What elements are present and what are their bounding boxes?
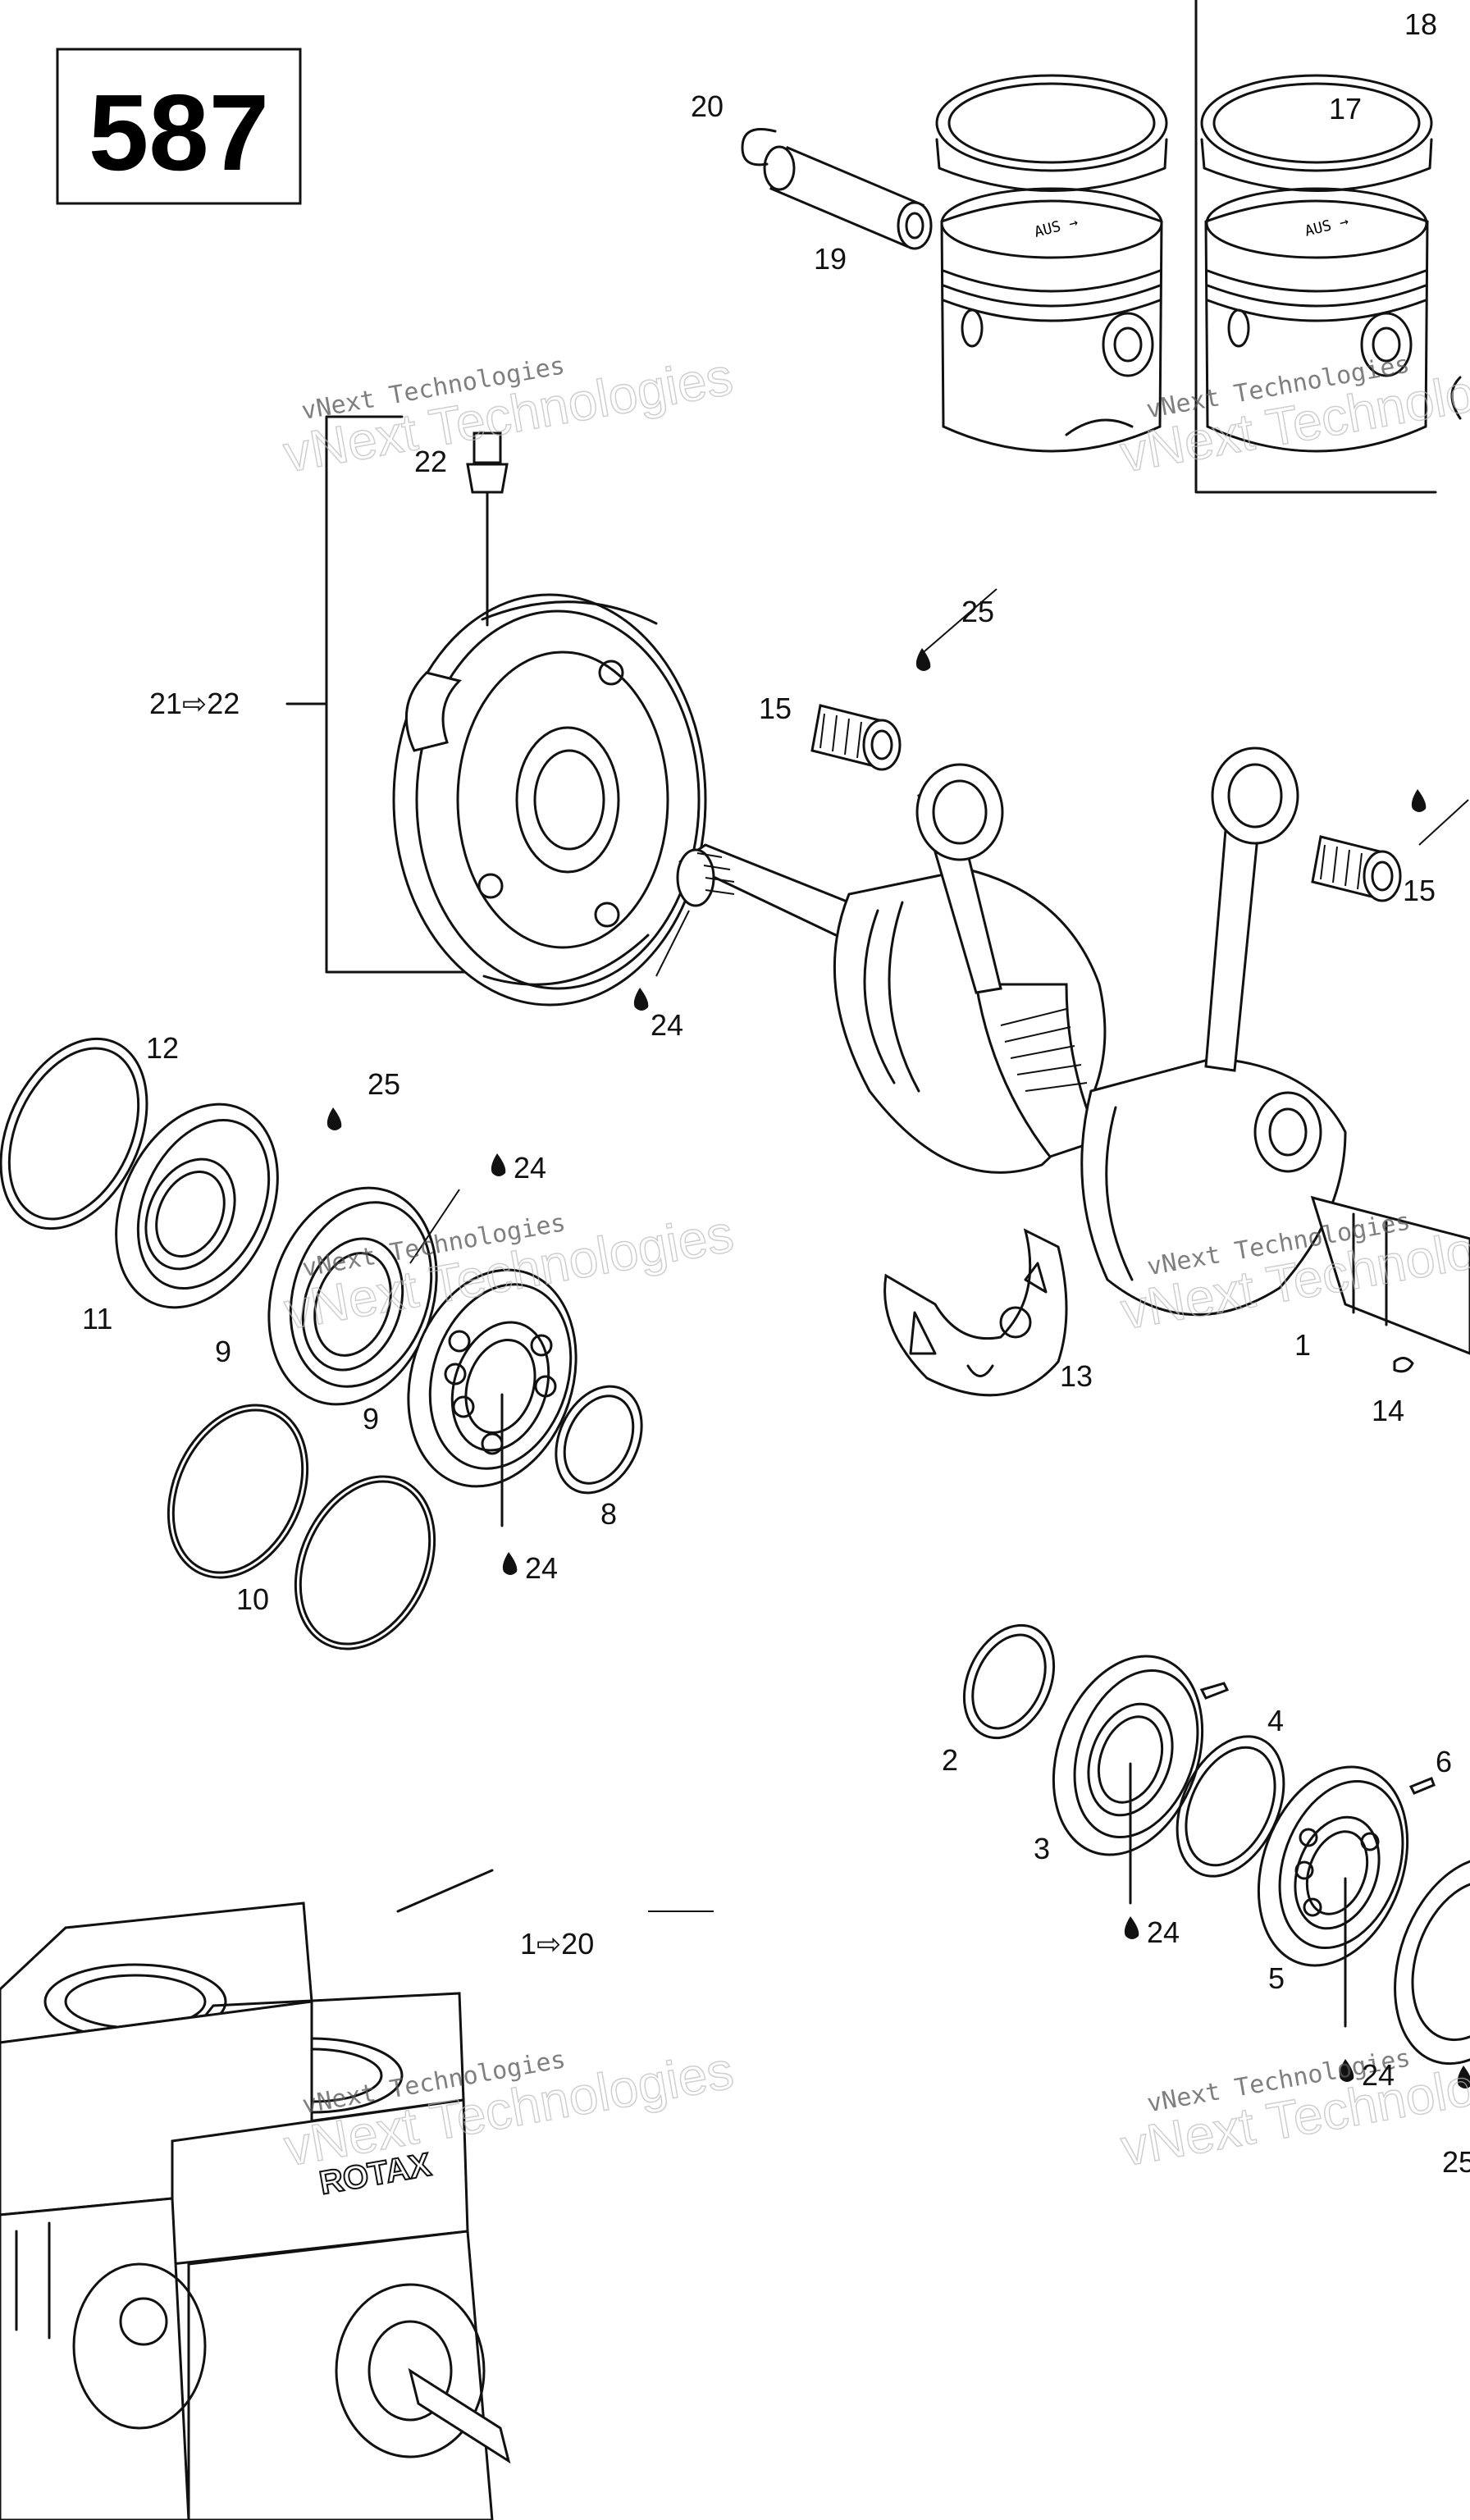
needle-bearing-upper xyxy=(810,704,902,771)
crankshaft xyxy=(676,746,1470,1355)
callout-1-20: 1⇨20 xyxy=(520,1927,594,1961)
callout-1: 1 xyxy=(1294,1328,1311,1362)
callout-11: 11 xyxy=(82,1302,112,1335)
oil-drop-icon xyxy=(502,1552,518,1575)
leader-lines xyxy=(409,588,1469,1912)
callout-5: 5 xyxy=(1268,1961,1285,1995)
callout-21-22: 21⇨22 xyxy=(149,687,240,720)
callout-25-lower-right: 25 xyxy=(1442,2145,1470,2179)
callout-17: 17 xyxy=(1329,92,1362,126)
ring-8 xyxy=(555,1385,643,1495)
callout-15-right: 15 xyxy=(1403,874,1436,907)
grease-fitting xyxy=(466,431,509,627)
callout-24-lower-left: 24 xyxy=(525,1551,558,1585)
callout-19: 19 xyxy=(814,242,847,276)
o-rings-10 xyxy=(167,1404,436,1650)
oil-seal-11 xyxy=(115,1102,279,1309)
callout-22: 22 xyxy=(414,445,447,478)
callout-25-upper: 25 xyxy=(961,595,994,628)
piston-left: AUS → xyxy=(935,74,1168,453)
oil-drop-icon xyxy=(1457,2066,1470,2089)
callouts: 18 17 20 19 22 21⇨22 25 15 15 24 12 25 2… xyxy=(82,7,1470,2179)
oil-drop-icon xyxy=(326,1107,342,1130)
oil-drop-icon xyxy=(491,1153,506,1176)
oil-drop-icon xyxy=(915,648,931,671)
piston-right: AUS → xyxy=(1194,0,1462,494)
ball-bearing-5 xyxy=(1257,1765,1436,2028)
shim-12 xyxy=(0,1037,148,1230)
oil-drop-icon xyxy=(1124,1916,1139,1939)
callout-13: 13 xyxy=(1060,1359,1093,1393)
diagram-number: 587 xyxy=(89,72,269,193)
callout-25-seal: 25 xyxy=(368,1067,400,1101)
watermark: vNext Technologies vNext Technologies xyxy=(279,346,737,485)
circlip xyxy=(741,128,777,167)
callout-9-lower: 9 xyxy=(363,1402,379,1436)
ball-bearing-9b xyxy=(407,1268,578,1527)
oil-seal-7 xyxy=(1394,1856,1470,2066)
wrist-pin xyxy=(763,145,933,250)
ball-bearing-3 xyxy=(1052,1655,1230,1905)
callout-6: 6 xyxy=(1436,1745,1452,1778)
callout-3: 3 xyxy=(1034,1832,1050,1865)
callout-24-bearing: 24 xyxy=(514,1151,546,1185)
callout-24-crank: 24 xyxy=(651,1008,683,1042)
callout-15-upper: 15 xyxy=(759,692,792,725)
callout-20: 20 xyxy=(691,89,724,123)
shim-2 xyxy=(962,1623,1056,1740)
callout-18: 18 xyxy=(1404,7,1437,41)
woodruff-key xyxy=(1393,1357,1414,1373)
callout-4: 4 xyxy=(1267,1704,1284,1737)
callout-12: 12 xyxy=(146,1031,179,1065)
oil-drop-icon xyxy=(1339,2059,1354,2082)
oil-drop-icon xyxy=(633,988,649,1011)
callout-2: 2 xyxy=(942,1743,958,1777)
callout-10: 10 xyxy=(236,1582,269,1616)
callout-8: 8 xyxy=(600,1497,617,1531)
ball-bearing-9a xyxy=(267,1186,438,1406)
oil-drop-icon xyxy=(1411,789,1427,812)
engine-block: ROTAX xyxy=(0,1869,511,2520)
callout-14: 14 xyxy=(1372,1394,1404,1427)
thrust-washer xyxy=(883,1228,1068,1397)
crankcase-cover xyxy=(285,415,707,1007)
callout-24-lower-right: 24 xyxy=(1362,2058,1395,2092)
callout-24-right: 24 xyxy=(1147,1915,1180,1949)
callout-9-upper: 9 xyxy=(215,1335,231,1368)
diagram-number-box: 587 xyxy=(56,48,302,205)
needle-bearing-right xyxy=(1311,835,1402,902)
